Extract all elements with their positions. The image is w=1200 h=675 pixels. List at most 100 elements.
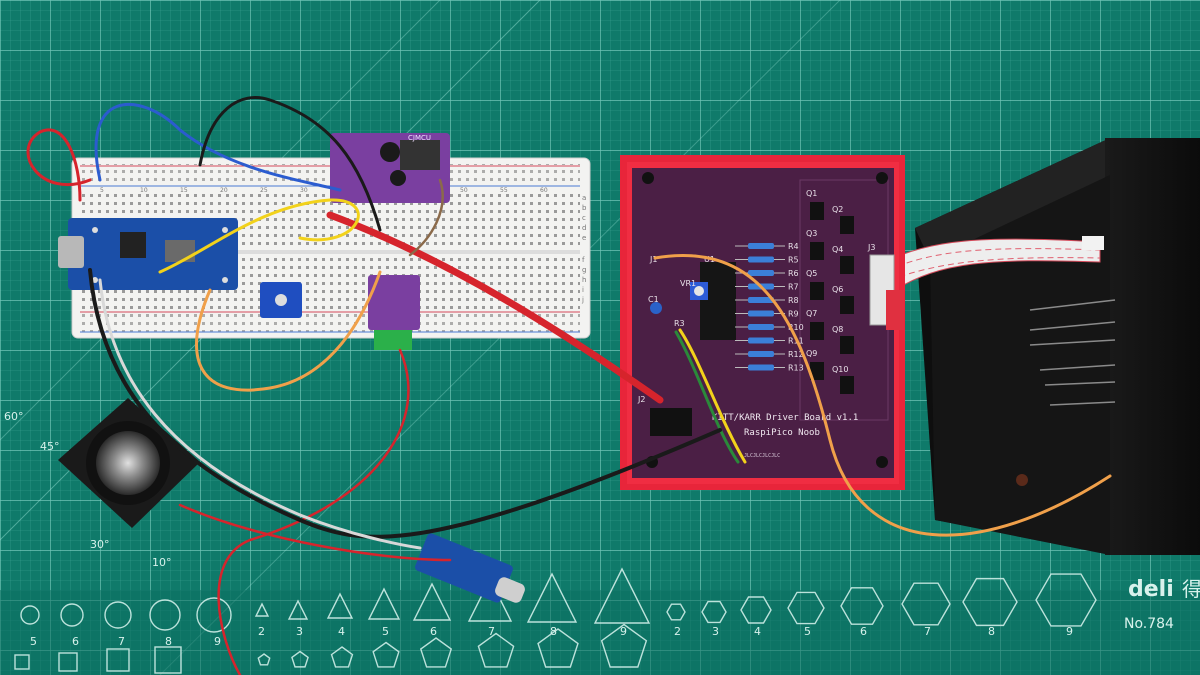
resistor <box>748 364 774 371</box>
wire-black <box>198 96 382 232</box>
ribbon-cable <box>884 236 1104 291</box>
pcb-label-part: R3 <box>674 319 685 328</box>
breadboard-row-letter: i <box>582 286 584 294</box>
dac-module: CJMCU <box>330 133 450 203</box>
breadboard-column-number: 5 <box>100 187 104 194</box>
sensor-module <box>260 282 302 318</box>
resistor <box>748 256 774 263</box>
template-triangle <box>412 582 452 621</box>
wire-red-main <box>326 211 664 404</box>
wire-black-long <box>88 268 722 539</box>
pcb-label-resistor: R9 <box>788 310 799 319</box>
resistor <box>748 297 774 303</box>
pcb-label-resistor: R4 <box>788 242 799 251</box>
pcb-label-transistor: Q9 <box>806 349 817 358</box>
pcb-label-resistor: R12 <box>788 350 804 359</box>
pcb-label-transistor: Q7 <box>806 309 817 318</box>
mat-angle-label: 60° <box>4 410 24 423</box>
transistor <box>840 216 854 234</box>
pcb-label-transistor: Q8 <box>832 325 843 334</box>
mat-angle-label: 45° <box>40 440 60 453</box>
wires <box>26 96 1112 675</box>
resistor <box>748 270 774 276</box>
template-triangle <box>593 567 651 624</box>
pcb-label-transistor: Q1 <box>806 189 817 198</box>
wire-yellow-pcb <box>678 328 747 464</box>
pcb-title-line1: KITT/KARR Driver Board v1.1 <box>712 413 858 423</box>
breadboard-row-letter: g <box>582 266 586 274</box>
template-triangle <box>326 592 354 619</box>
dac-module-label: CJMCU <box>408 134 431 142</box>
mat-scale-number: 5 <box>804 625 811 638</box>
j2-connector <box>650 408 692 436</box>
breadboard-row-letter: d <box>582 224 586 232</box>
mat-scale-number: 2 <box>674 625 681 638</box>
breadboard-column-number: 20 <box>220 187 228 194</box>
breadboard-column-number: 30 <box>300 187 308 194</box>
mat-scale-number: 6 <box>430 625 437 638</box>
wire-orange-breadboard <box>195 270 382 392</box>
template-triangle <box>254 602 270 617</box>
template-circle <box>149 599 181 631</box>
speaker <box>58 398 200 528</box>
template-square <box>106 648 130 672</box>
transistor <box>840 296 854 314</box>
pcb-label-resistor: R13 <box>788 364 804 373</box>
breadboard-row-letter: a <box>582 194 586 202</box>
pcb-label-resistor: R5 <box>788 256 799 265</box>
wire-blue <box>94 102 342 192</box>
breadboard-row-letter: e <box>582 234 586 242</box>
mat-scale-number: 8 <box>165 635 172 648</box>
breadboard-column-number: 60 <box>540 187 548 194</box>
template-hexagon <box>840 587 884 625</box>
template-triangle <box>526 572 578 623</box>
resistor-array <box>735 243 785 371</box>
transistor <box>810 282 824 300</box>
wire-brown <box>408 178 444 257</box>
mat-scale-number: 8 <box>988 625 995 638</box>
pcb-label-resistor: R8 <box>788 296 799 305</box>
template-hexagon <box>1035 573 1097 627</box>
template-pentagon <box>419 637 453 668</box>
pcb-label-transistor: Q2 <box>832 205 843 214</box>
pcb-label-connector: J3 <box>867 243 875 252</box>
pcb-label-resistor: R6 <box>788 269 799 278</box>
mat-angle-label: 10° <box>152 556 172 569</box>
pico-board <box>58 218 238 290</box>
wire-white <box>98 278 422 550</box>
template-circle <box>60 603 84 627</box>
mat-model-number: No.784 <box>1124 616 1174 632</box>
template-square <box>154 646 182 674</box>
breadboard-row-letter: f <box>582 256 585 264</box>
template-hexagon <box>740 596 772 624</box>
breadboard-column-number: 10 <box>140 187 148 194</box>
transistor <box>810 322 824 340</box>
mat-scale-number: 9 <box>214 635 221 648</box>
template-pentagon <box>330 646 354 668</box>
mat-scale-number: 7 <box>924 625 931 638</box>
mat-scale-number: 5 <box>382 625 389 638</box>
template-circle <box>20 605 40 625</box>
template-circle <box>196 597 232 633</box>
transistor <box>810 362 824 380</box>
template-hexagon <box>701 600 727 624</box>
resistor <box>748 324 774 330</box>
breadboard-row-letter: j <box>581 296 584 304</box>
template-square <box>58 652 78 672</box>
wire-orange-long <box>653 254 1112 537</box>
pcb-serial: JLCJLCJLCJLC <box>744 453 780 459</box>
transistor-array <box>810 202 854 394</box>
wire-red-left <box>26 128 92 202</box>
transistor <box>810 202 824 220</box>
mat-scale-number: 7 <box>118 635 125 648</box>
mat-scale-number: 6 <box>72 635 79 648</box>
template-circle <box>104 601 132 629</box>
transistor <box>840 376 854 394</box>
mat-scale-number: 7 <box>488 625 495 638</box>
mat-brand-suffix: 得 <box>1182 577 1200 601</box>
breadboard-row-letter: b <box>582 204 587 212</box>
template-pentagon <box>477 632 515 668</box>
capacitor <box>650 302 662 314</box>
breadboard-row-letter: c <box>582 214 586 222</box>
mat-scale-number: 3 <box>296 625 303 638</box>
